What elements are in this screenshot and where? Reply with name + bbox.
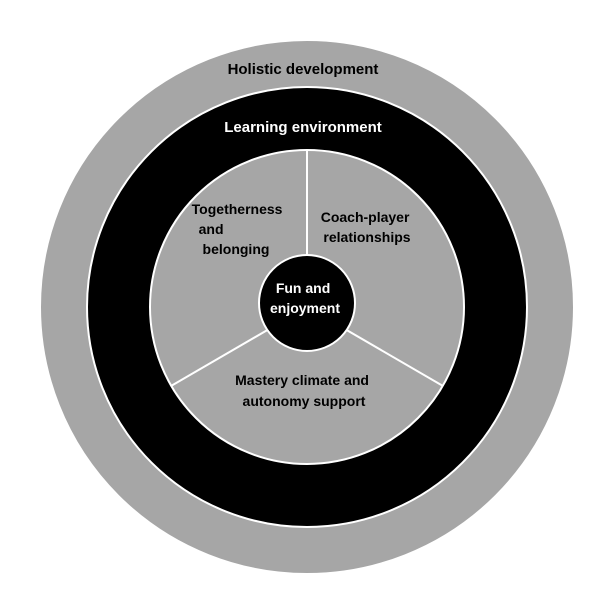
sector-label-line: belonging [203, 241, 270, 257]
sector-label-togetherness: Togetherness and belonging [192, 201, 287, 257]
sector-label-line: Coach-player [321, 209, 410, 225]
sector-label-mastery-climate: Mastery climate and autonomy support [235, 372, 373, 409]
sector-label-line: autonomy support [243, 393, 366, 409]
sector-label-line: relationships [323, 229, 410, 245]
sector-label-line: Togetherness [192, 201, 283, 217]
sector-label-line: Mastery climate and [235, 372, 369, 388]
core-label: Fun and enjoyment [270, 280, 340, 316]
middle-ring-label: Learning environment [224, 119, 382, 136]
core-circle-fun-and-enjoyment [258, 254, 356, 352]
outer-ring-label: Holistic development [228, 61, 379, 78]
sector-label-coach-player: Coach-player relationships [321, 209, 414, 245]
core-label-line: enjoyment [270, 300, 340, 316]
sector-label-line: and [199, 221, 224, 237]
core-label-line: Fun and [276, 280, 330, 296]
